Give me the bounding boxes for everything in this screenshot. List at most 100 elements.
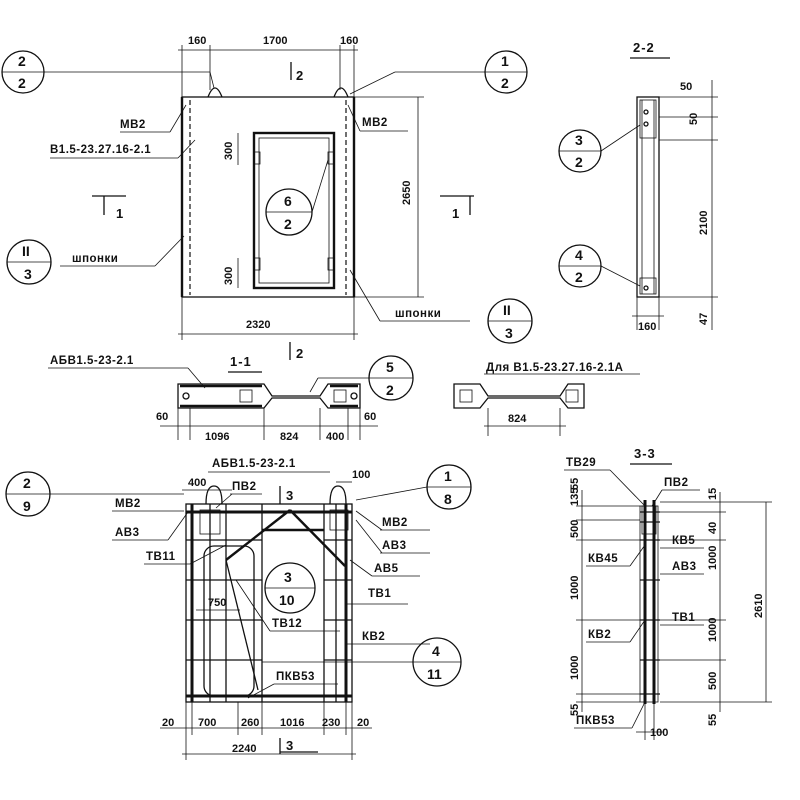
- dim-1-1-e: 60: [364, 411, 376, 423]
- rebar-dim-b4: 1016: [280, 717, 304, 729]
- rebar-label-av3-left: АВ3: [115, 527, 140, 539]
- svg-text:3: 3: [24, 266, 32, 282]
- lifting-loop-right: [333, 87, 349, 98]
- svg-text:2: 2: [284, 216, 292, 232]
- rebar-label-av5: АВ5: [374, 563, 399, 575]
- svg-text:8: 8: [444, 491, 452, 507]
- dim-3-3-left-e: 1000: [569, 656, 581, 680]
- label-mv2-right: МВ2: [362, 117, 388, 129]
- dim-3-3-right-a: 15: [707, 488, 719, 500]
- rebar-label-tv1: ТВ1: [368, 588, 391, 600]
- dim-3-3-bottom: 100: [650, 727, 668, 739]
- rebar-dim-b6: 20: [357, 717, 369, 729]
- label-panel-code: В1.5-23.27.16-2.1: [50, 144, 151, 156]
- dim-2-2-bottom: 160: [638, 321, 656, 333]
- callout-bubble-6-2: 6 2: [265, 159, 329, 236]
- dim-3-3-total: 2610: [753, 594, 765, 618]
- rebar-dim-400: 400: [188, 477, 206, 489]
- dim-3-3-right-e: 500: [707, 672, 719, 690]
- rebar-outline: [185, 503, 353, 703]
- label-keys-right: шпонки: [395, 308, 441, 320]
- svg-text:2: 2: [575, 269, 583, 285]
- dim-3-3-right-f: 55: [707, 714, 719, 726]
- opening-outline: [252, 131, 336, 290]
- svg-text:11: 11: [427, 666, 442, 682]
- dim-right: 2650: [401, 181, 413, 205]
- dim-2-2-d: 47: [698, 313, 710, 325]
- rebar-label-av3-right: АВ3: [382, 540, 407, 552]
- lifting-loop-left: [207, 87, 223, 98]
- svg-text:1: 1: [501, 53, 509, 69]
- cut-marker-3-top: 3: [286, 488, 294, 503]
- dim-top-left: 160: [188, 35, 206, 47]
- svg-text:3: 3: [505, 325, 513, 341]
- callout-bubble-1-2: 1 2: [349, 50, 528, 95]
- dim-3-3-right-c: 1000: [707, 546, 719, 570]
- rebar-label-pkv53: ПКВ53: [276, 671, 315, 683]
- section-1-1: 1-1 2 АБВ1.5-23-2.1 60 1096 824 400 60: [48, 342, 414, 443]
- svg-text:II: II: [22, 243, 30, 259]
- dim-3-3-left-c: 500: [569, 520, 581, 538]
- callout-bubble-1-8: 1 8: [355, 464, 472, 510]
- dim-top-right: 160: [340, 35, 358, 47]
- section-3-3-title: 3-3: [634, 446, 656, 461]
- callout-bubble-3-10: 3 10: [264, 562, 316, 614]
- rebar-label-pv2: ПВ2: [232, 481, 256, 493]
- rebar-dim-b3: 260: [241, 717, 259, 729]
- rebar-label-kv2: КВ2: [362, 631, 385, 643]
- callout-bubble-2-9: 2 9: [5, 471, 184, 517]
- label-keys-left: шпонки: [72, 253, 118, 265]
- callout-bubble-4-2: 4 2: [558, 244, 641, 288]
- rebar-cage-view: АБВ1.5-23-2.1 400: [5, 458, 472, 760]
- svg-text:3: 3: [575, 132, 583, 148]
- dim-2-2-b: 50: [688, 113, 700, 125]
- cut-marker-3-bottom: 3: [286, 738, 294, 753]
- dim-3-3-right-b: 40: [707, 522, 719, 534]
- label-detail-variant: Для В1.5-23.27.16-2.1А: [486, 362, 623, 374]
- svg-text:2: 2: [18, 75, 26, 91]
- dim-3-3-left-d: 1000: [569, 576, 581, 600]
- section-2-2-outline: [636, 96, 660, 298]
- rebar-dim-750: 750: [208, 597, 226, 609]
- cut-marker-1-left: 1: [116, 206, 124, 221]
- rebar-dim-b2: 700: [198, 717, 216, 729]
- label-3-3-tv29: ТВ29: [566, 457, 596, 469]
- label-3-3-kv45: КВ45: [588, 553, 618, 565]
- svg-text:2: 2: [18, 53, 26, 69]
- dim-2-2-a: 50: [680, 81, 692, 93]
- svg-text:2: 2: [575, 154, 583, 170]
- detail-variant-a: Для В1.5-23.27.16-2.1А 824: [453, 362, 640, 436]
- rebar-dim-b1: 20: [162, 717, 174, 729]
- label-3-3-kv5: КВ5: [672, 535, 695, 547]
- section-2-2-title: 2-2: [633, 40, 655, 55]
- rebar-label-tv12: ТВ12: [272, 618, 302, 630]
- detail-profile: [453, 383, 585, 409]
- rebar-title: АБВ1.5-23-2.1: [212, 458, 296, 470]
- dim-1-1-c: 824: [280, 431, 299, 443]
- label-abv-1-1: АБВ1.5-23-2.1: [50, 355, 134, 367]
- svg-text:1: 1: [444, 468, 452, 484]
- rebar-label-mv2-right: МВ2: [382, 517, 408, 529]
- svg-text:2: 2: [23, 475, 31, 491]
- callout-bubble-II-3-right: II 3: [487, 298, 533, 344]
- cut-marker-2-top: 2: [296, 68, 304, 83]
- label-3-3-tv1: ТВ1: [672, 612, 695, 624]
- label-3-3-pv2: ПВ2: [664, 477, 688, 489]
- rebar-label-mv2-left: МВ2: [115, 498, 141, 510]
- label-3-3-kv2: КВ2: [588, 629, 611, 641]
- cut-marker-1-right: 1: [452, 206, 460, 221]
- dim-3-3-left-b: 135: [569, 488, 581, 506]
- svg-text:6: 6: [284, 193, 292, 209]
- dim-1-1-d: 400: [326, 431, 344, 443]
- callout-bubble-4-11: 4 11: [262, 637, 462, 687]
- section-1-1-profile: [177, 383, 361, 409]
- dim-3-3-left-f: 55: [569, 704, 581, 716]
- svg-text:3: 3: [284, 569, 292, 585]
- svg-text:10: 10: [279, 592, 295, 608]
- dim-3-3-right-d: 1000: [707, 618, 719, 642]
- plan-view: 160 1700 160 2 2650 300 300 2320 МВ2 В1.…: [1, 35, 533, 344]
- section-2-2: 2-2 50 50 2100 47 160 3 2: [558, 40, 718, 333]
- callout-bubble-3-2: 3 2: [558, 124, 641, 173]
- rebar-label-tv11: ТВ11: [146, 551, 176, 563]
